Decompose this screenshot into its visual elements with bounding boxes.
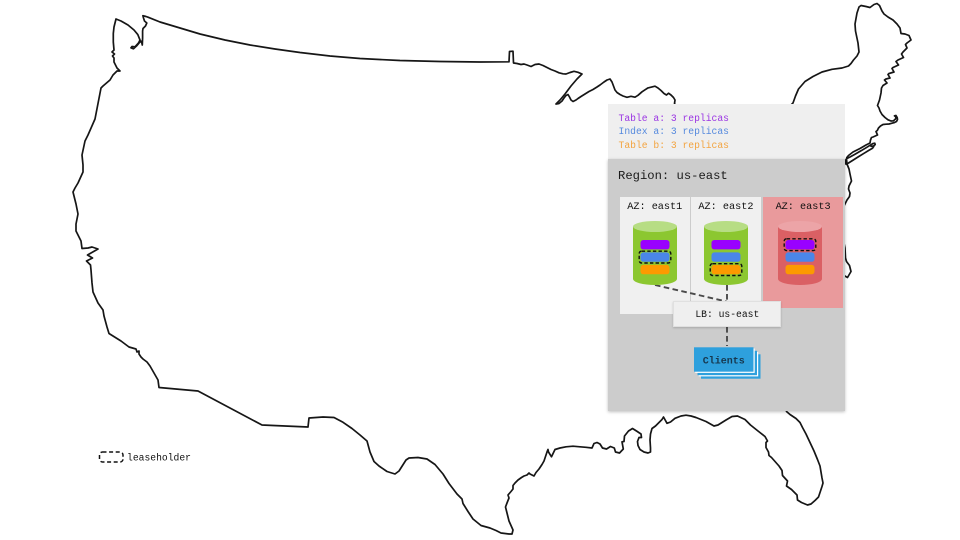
svg-text:leaseholder: leaseholder — [127, 453, 191, 464]
svg-text:Clients: Clients — [703, 355, 745, 367]
